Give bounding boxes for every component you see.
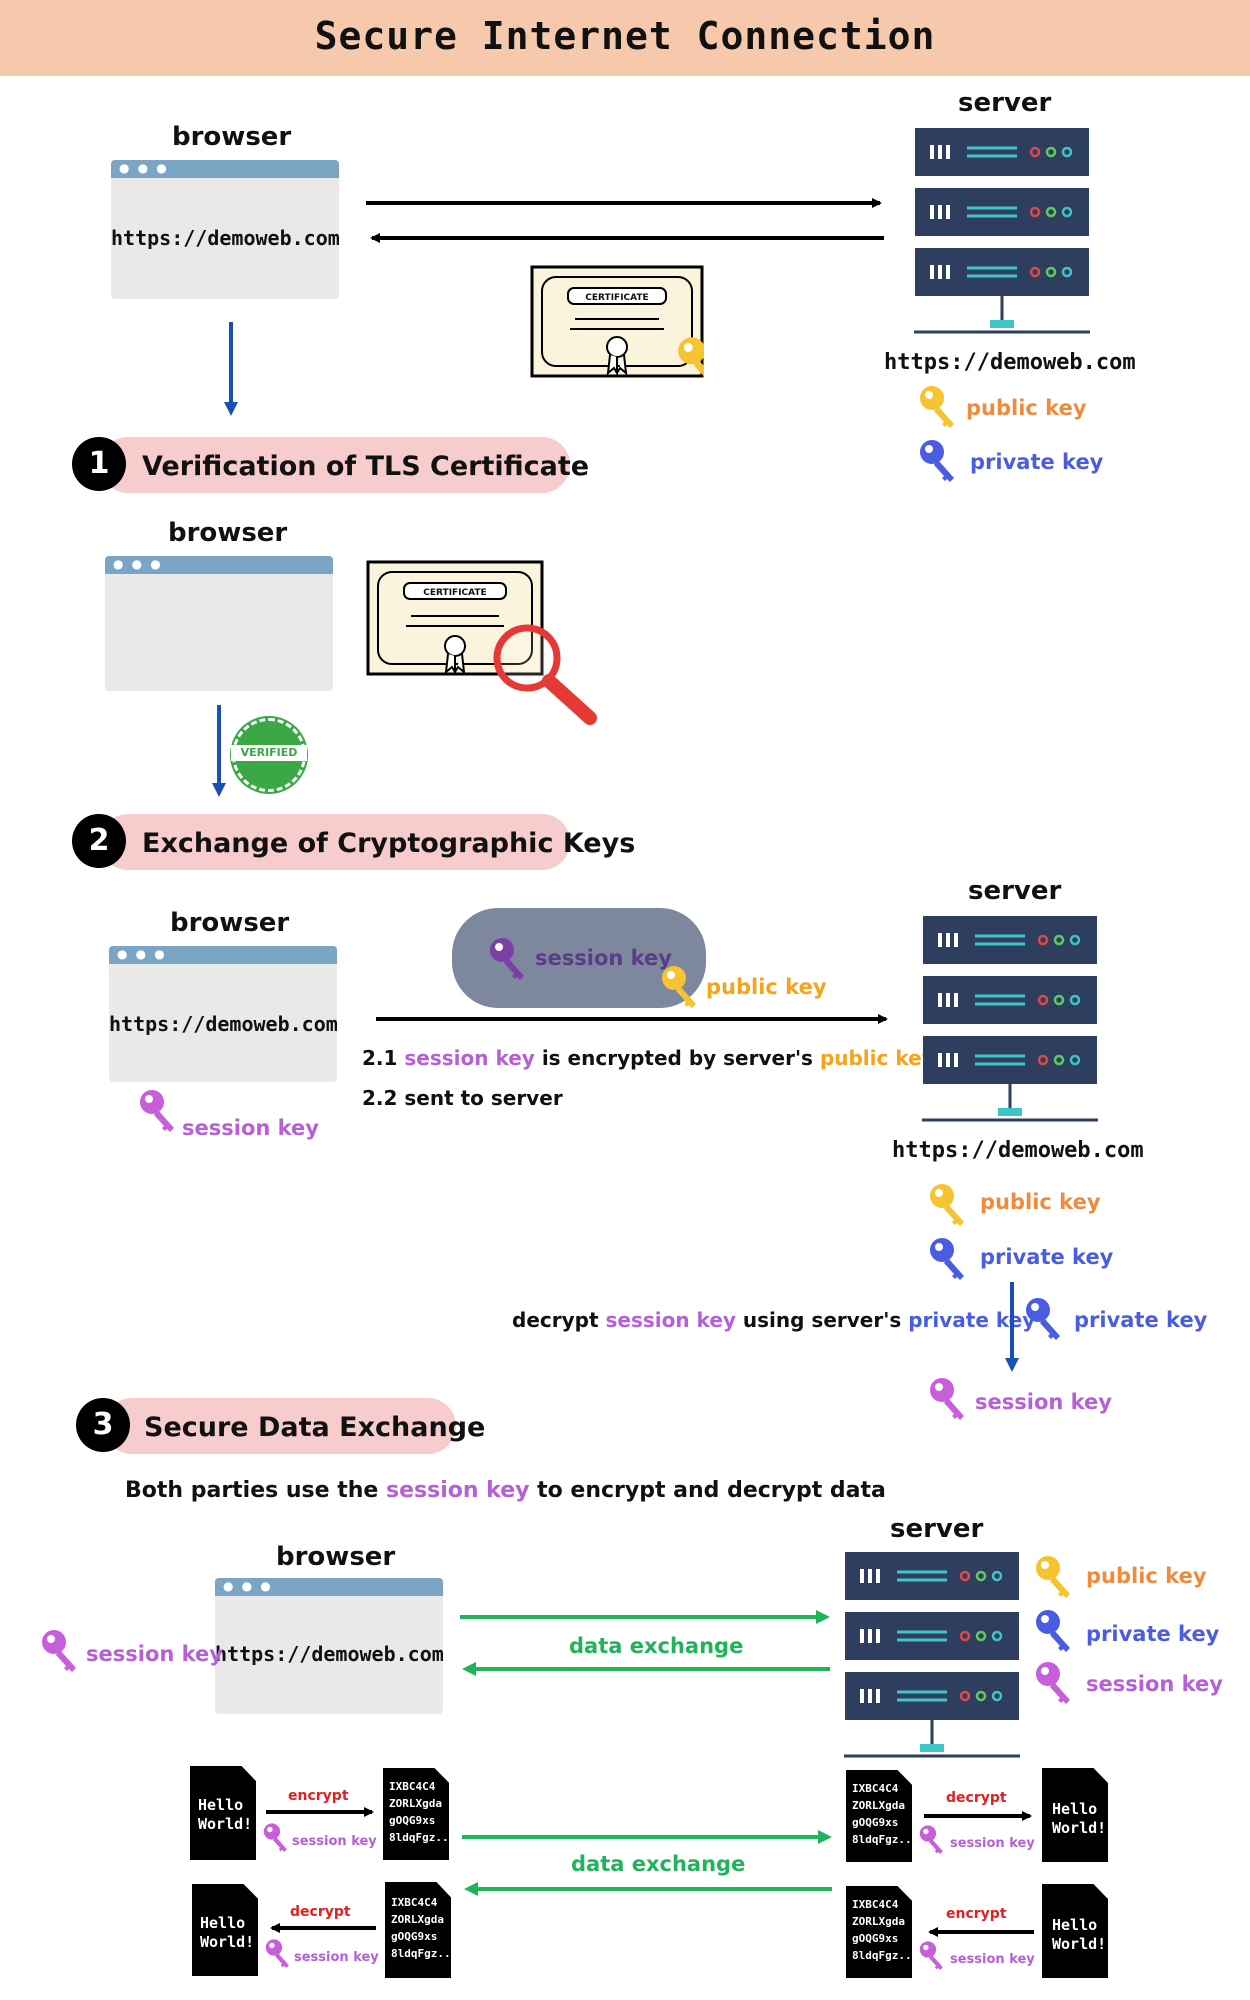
send-arrow bbox=[376, 1014, 888, 1024]
public-key-icon-3 bbox=[1034, 1554, 1074, 1604]
browser-label-2: browser bbox=[168, 518, 288, 548]
flow-arrow-down-1 bbox=[224, 322, 238, 416]
public-key-icon-2 bbox=[928, 1182, 968, 1232]
private-key-label: private key bbox=[970, 450, 1104, 474]
decrypt-arrow-down bbox=[1005, 1282, 1019, 1372]
page-title: Secure Internet Connection bbox=[314, 14, 936, 58]
step2-number: 2 bbox=[72, 814, 126, 868]
session-key-icon-b bbox=[264, 1938, 292, 1972]
server-icon bbox=[914, 128, 1090, 334]
step2-title: Exchange of Cryptographic Keys bbox=[142, 828, 636, 859]
session-key-icon-3 bbox=[40, 1628, 80, 1678]
session-key-icon bbox=[138, 1088, 178, 1138]
browser-window-2: ● ● ● bbox=[105, 556, 333, 691]
certificate-verify-icon: CERTIFICATE bbox=[366, 560, 606, 730]
encrypt-arrow-d bbox=[928, 1927, 1034, 1937]
private-key-label-4: private key bbox=[1086, 1622, 1220, 1646]
browser-window-3: ● ● ● https://demoweb.com bbox=[109, 946, 338, 1082]
step1-pill bbox=[100, 437, 570, 493]
public-key-icon bbox=[918, 384, 958, 434]
public-key-label: public key bbox=[966, 396, 1087, 420]
private-key-label-3: private key bbox=[1074, 1308, 1208, 1332]
session-key-label: session key bbox=[182, 1116, 319, 1140]
decrypt-line: decrypt session key using server's priva… bbox=[512, 1308, 1036, 1332]
step3-number: 3 bbox=[76, 1398, 130, 1452]
session-key-icon-2 bbox=[928, 1376, 968, 1426]
server-icon-3 bbox=[844, 1552, 1020, 1758]
session-key-label-4: session key bbox=[1086, 1672, 1223, 1696]
public-key-label-3: public key bbox=[1086, 1564, 1207, 1588]
browser-label: browser bbox=[172, 122, 292, 152]
step3-pill bbox=[104, 1398, 456, 1454]
public-key-label-2: public key bbox=[980, 1190, 1101, 1214]
browser-url-3: https://demoweb.com bbox=[109, 1012, 338, 1036]
session-key-icon-bubble bbox=[488, 936, 528, 986]
session-key-icon-d bbox=[918, 1940, 946, 1974]
handshake-arrows bbox=[366, 198, 884, 243]
private-key-label-2: private key bbox=[980, 1245, 1114, 1269]
server-label: server bbox=[958, 88, 1052, 118]
certificate-text-2: CERTIFICATE bbox=[423, 588, 487, 598]
title-banner bbox=[0, 0, 1250, 76]
data-exchange-label-1: data exchange bbox=[569, 1634, 744, 1658]
step3-description: Both parties use the session key to encr… bbox=[125, 1478, 886, 1503]
decrypt-arrow-b bbox=[270, 1923, 376, 1933]
session-key-label-bubble: session key bbox=[535, 946, 672, 970]
session-key-icon-4 bbox=[1034, 1660, 1074, 1710]
browser-url-4: https://demoweb.com bbox=[215, 1642, 444, 1666]
server-url: https://demoweb.com bbox=[884, 350, 1136, 375]
data-exchange-label-2: data exchange bbox=[571, 1852, 746, 1876]
step1-title: Verification of TLS Certificate bbox=[142, 451, 590, 482]
browser-label-3: browser bbox=[170, 908, 290, 938]
data-exchange-arrows-2 bbox=[462, 1830, 832, 1896]
certificate-icon: CERTIFICATE bbox=[530, 265, 704, 378]
session-key-label-2: session key bbox=[975, 1390, 1112, 1414]
server-label-2: server bbox=[968, 876, 1062, 906]
decrypt-arrow-c bbox=[924, 1811, 1032, 1821]
public-key-label-bubble: public key bbox=[706, 975, 827, 999]
decrypt-label-c: decrypt bbox=[946, 1790, 1007, 1806]
server-icon-2 bbox=[922, 916, 1098, 1122]
step1-number: 1 bbox=[72, 437, 126, 491]
private-key-icon bbox=[918, 438, 958, 488]
private-key-icon-4 bbox=[1034, 1608, 1074, 1658]
step2-line1: 2.1 session key is encrypted by server's… bbox=[362, 1046, 935, 1070]
encrypt-arrow-a bbox=[266, 1807, 374, 1817]
server-url-2: https://demoweb.com bbox=[892, 1138, 1144, 1163]
encrypt-label-a: encrypt bbox=[288, 1788, 349, 1804]
private-key-icon-3 bbox=[1024, 1296, 1064, 1346]
browser-window: ● ● ● https://demoweb.com bbox=[111, 160, 340, 299]
verified-badge-icon: VERIFIED bbox=[231, 718, 307, 792]
verified-badge-text: VERIFIED bbox=[240, 746, 298, 759]
step2-pill bbox=[100, 814, 570, 870]
browser-window-4: ● ● ● https://demoweb.com bbox=[215, 1578, 444, 1714]
decrypt-label-b: decrypt bbox=[290, 1904, 351, 1920]
certificate-text: CERTIFICATE bbox=[585, 293, 649, 303]
session-key-icon-a bbox=[262, 1822, 290, 1856]
encrypt-label-d: encrypt bbox=[946, 1906, 1007, 1922]
flow-arrow-down-2 bbox=[212, 705, 226, 797]
private-key-icon-2 bbox=[928, 1236, 968, 1286]
session-key-icon-c bbox=[918, 1824, 946, 1858]
server-label-3: server bbox=[890, 1514, 984, 1544]
session-key-label-d: session key bbox=[950, 1952, 1035, 1967]
browser-url: https://demoweb.com bbox=[111, 226, 340, 250]
session-key-label-3: session key bbox=[86, 1642, 223, 1666]
step3-title: Secure Data Exchange bbox=[144, 1412, 486, 1443]
session-key-label-b: session key bbox=[294, 1950, 379, 1965]
session-key-label-a: session key bbox=[292, 1834, 377, 1849]
data-exchange-arrows-1 bbox=[460, 1610, 830, 1676]
session-key-label-c: session key bbox=[950, 1836, 1035, 1851]
browser-label-4: browser bbox=[276, 1542, 396, 1572]
step2-line2: 2.2 sent to server bbox=[362, 1086, 563, 1110]
